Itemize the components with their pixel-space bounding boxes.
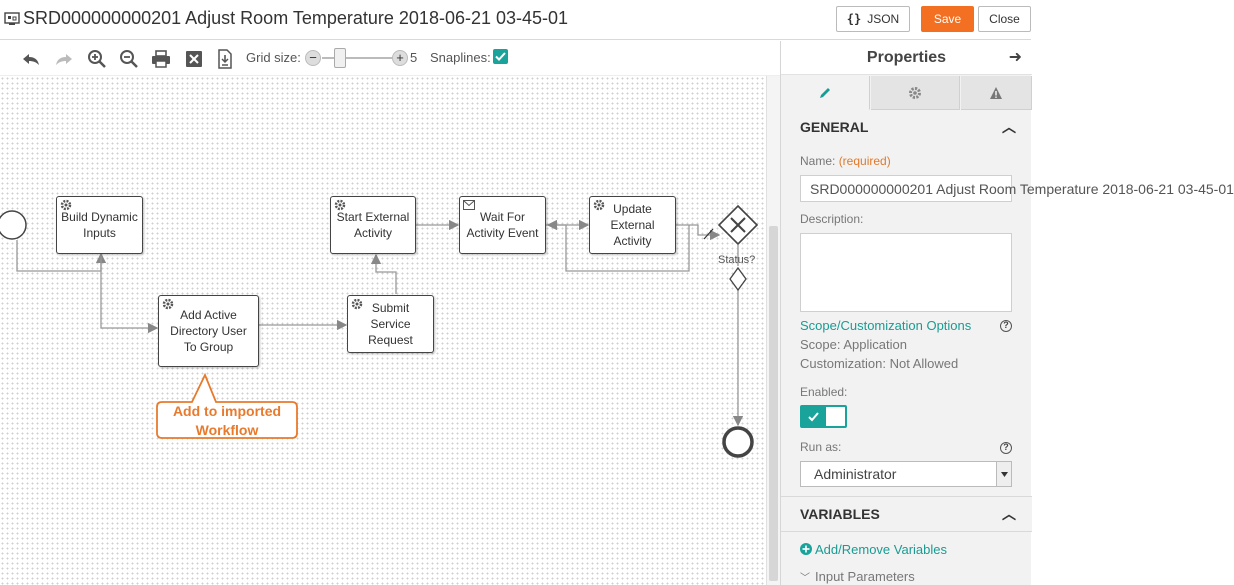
print-icon[interactable] [151,49,171,69]
chevron-down-icon: ﹀ [800,573,810,584]
grid-size-decrease-button[interactable]: − [305,50,321,66]
enabled-toggle[interactable] [800,405,847,428]
run-as-select[interactable]: Administrator [800,461,1012,487]
warning-icon [990,86,1002,99]
close-button[interactable]: Close [978,6,1031,32]
check-icon [808,412,819,422]
process-window-icon [4,12,20,25]
gear-icon [60,199,72,211]
canvas-scrollbar-thumb[interactable] [769,226,778,581]
json-button-label: JSON [867,12,900,26]
toggle-on-state [802,407,826,426]
workflow-connectors [0,204,759,458]
chevron-up-icon[interactable]: ︿ [1002,506,1016,522]
name-required: (required) [838,154,891,168]
delete-icon[interactable] [184,49,204,69]
designer-toolbar: Grid size: 5 Snaplines: [0,41,780,76]
json-button[interactable]: {} JSON [836,6,910,32]
description-label: Description: [800,212,864,226]
section-divider [781,531,1032,532]
snaplines-label: Snaplines: [430,50,491,65]
zoom-out-icon[interactable] [119,49,139,69]
variables-section-header[interactable]: VARIABLES ︿ [781,497,1032,531]
gear-icon [334,199,346,211]
callout-bubble [156,372,298,439]
gear-icon [351,298,363,310]
end-event[interactable] [722,426,754,458]
scope-text: Scope: Application [800,337,907,352]
gear-icon [593,199,605,211]
general-heading: GENERAL [800,119,869,135]
undo-icon[interactable] [21,49,41,69]
name-input[interactable]: SRD000000000201 Adjust Room Temperature … [800,175,1234,202]
plus-circle-icon [800,543,812,555]
add-remove-variables-label: Add/Remove Variables [815,542,947,557]
node-label: Update External Activity [610,202,655,248]
run-as-value: Administrator [814,466,897,482]
collapse-panel-arrow-icon[interactable]: ➜ [1008,49,1022,66]
check-icon [495,52,506,61]
node-start-external-activity[interactable]: Start External Activity [330,196,416,254]
help-icon[interactable]: ? [1000,320,1012,332]
node-add-active-directory-user[interactable]: Add Active Directory User To Group [158,295,259,367]
callout-text: Add to imported Workflow [172,403,282,438]
tab-settings[interactable] [871,76,960,110]
node-update-external-activity[interactable]: Update External Activity [589,196,676,254]
node-label: Start External Activity [336,210,410,240]
name-label-text: Name: [800,154,836,168]
header-bar: SRD000000000201 Adjust Room Temperature … [0,0,1031,40]
node-build-dynamic-inputs[interactable]: Build Dynamic Inputs [56,196,143,254]
enabled-label: Enabled: [800,385,848,399]
properties-panel: Properties ➜ GENERAL ︿ Name: (required) … [780,41,1234,585]
save-button[interactable]: Save [921,6,974,32]
variables-heading: VARIABLES [800,506,880,522]
export-icon[interactable] [215,49,235,69]
properties-header: Properties ➜ [781,41,1032,75]
properties-tabs [781,76,1032,110]
grid-size-slider-track[interactable] [322,57,394,59]
tab-general[interactable] [781,76,870,110]
customization-text: Customization: Not Allowed [800,356,959,371]
help-icon[interactable]: ? [1000,442,1012,454]
grid-size-value: 5 [410,50,418,65]
general-section-header[interactable]: GENERAL ︿ [781,110,1032,144]
node-label: Wait For Activity Event [466,210,539,240]
redo-icon[interactable] [54,49,74,69]
dropdown-button[interactable] [996,462,1011,486]
gear-icon [909,86,921,99]
gateway-label: Status? [718,254,756,266]
gear-icon [162,298,174,310]
braces-icon: {} [846,12,862,26]
section-divider [781,496,1032,497]
name-label: Name: (required) [800,154,891,168]
description-textarea[interactable] [800,233,1012,312]
grid-size-label: Grid size: [246,50,301,65]
exclusive-gateway[interactable] [717,204,759,246]
node-label: Add Active Directory User To Group [170,308,247,354]
canvas-vertical-scrollbar[interactable] [766,76,780,585]
envelope-icon [463,200,475,210]
caret-down-icon [1001,472,1008,477]
scope-options-link[interactable]: Scope/Customization Options [800,318,972,333]
add-remove-variables-link[interactable]: Add/Remove Variables [800,542,947,557]
grid-size-slider-thumb[interactable] [334,48,346,68]
chevron-up-icon[interactable]: ︿ [1002,119,1016,135]
input-parameters-toggle[interactable]: ﹀ Input Parameters [800,569,915,584]
tab-warnings[interactable] [961,76,1032,110]
node-submit-service-request[interactable]: Submit Service Request [347,295,434,353]
node-label: Submit Service Request [368,301,413,347]
node-wait-for-activity-event[interactable]: Wait For Activity Event [459,196,546,254]
run-as-label: Run as: [800,440,842,454]
properties-title: Properties [866,49,947,66]
node-label: Build Dynamic Inputs [61,210,138,240]
zoom-in-icon[interactable] [87,49,107,69]
snaplines-checkbox[interactable] [493,49,508,64]
start-event[interactable] [0,210,27,240]
pencil-icon [820,87,830,98]
page-title: SRD000000000201 Adjust Room Temperature … [23,8,569,28]
input-parameters-label: Input Parameters [815,569,915,584]
grid-size-increase-button[interactable]: + [392,50,408,66]
condition-diamond [729,266,747,292]
